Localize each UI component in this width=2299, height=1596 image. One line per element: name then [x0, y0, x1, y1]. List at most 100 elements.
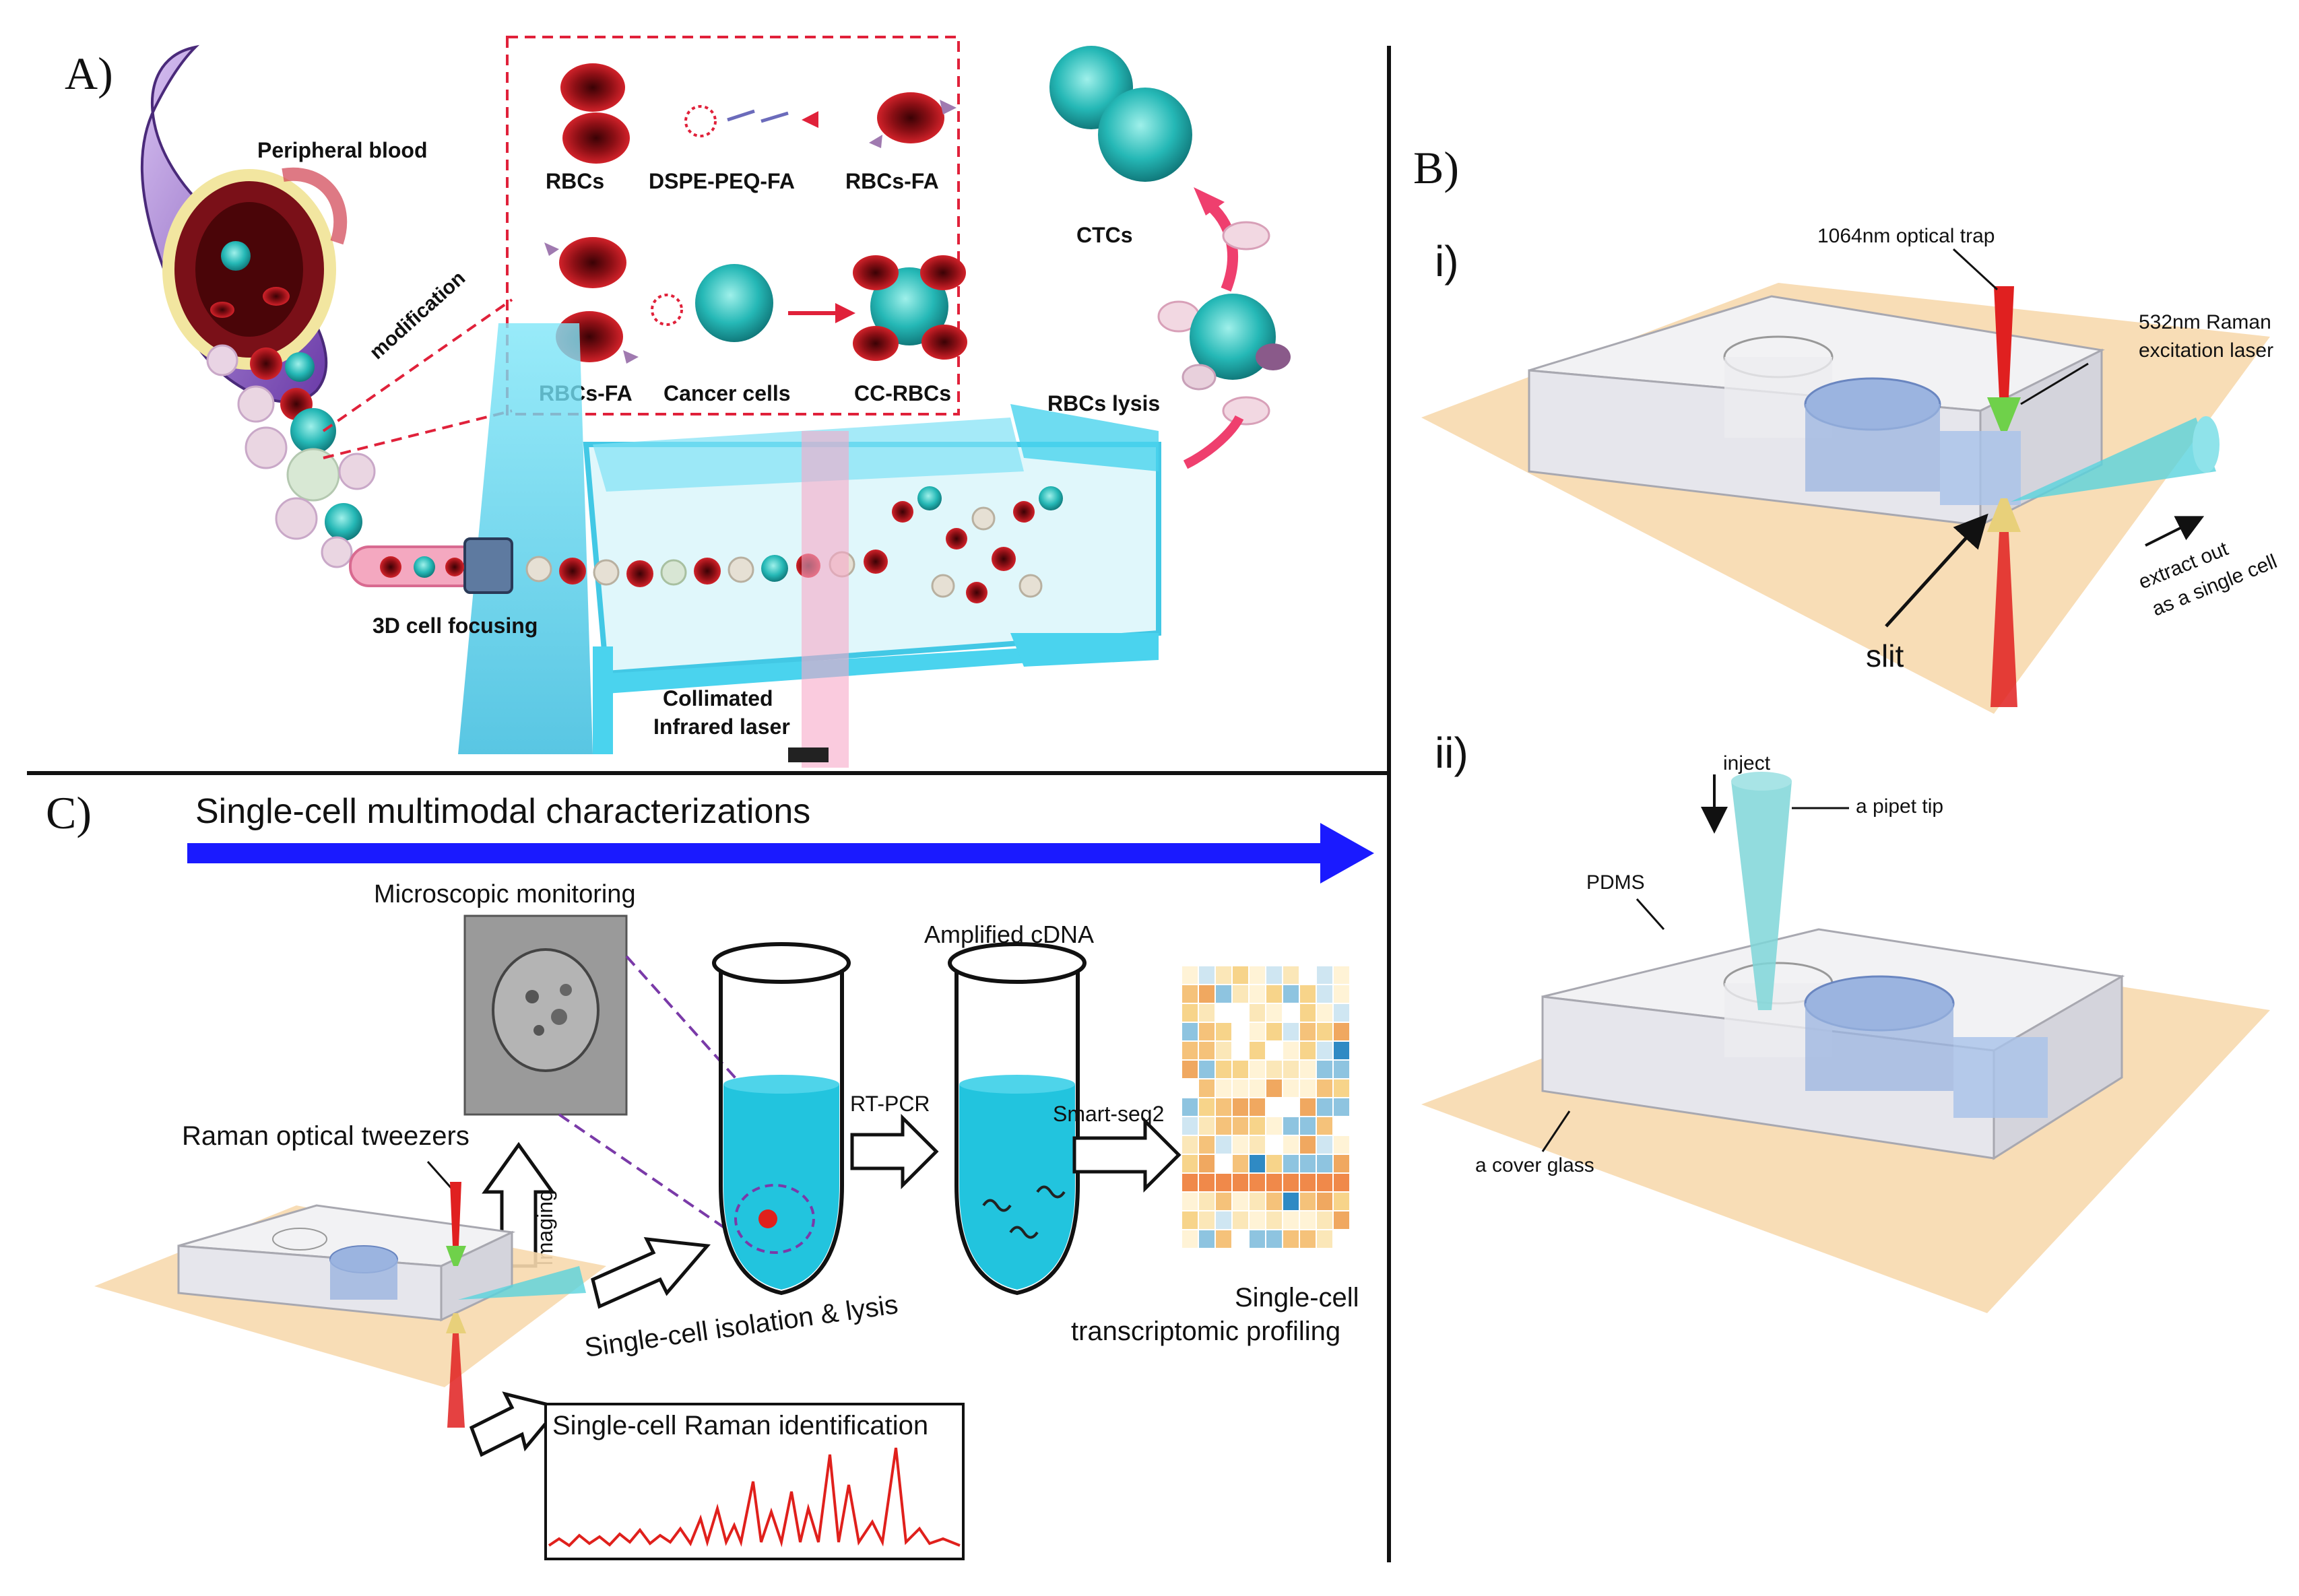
ctcs-label: CTCs: [1076, 223, 1133, 247]
optical-trap-label: 1064nm optical trap: [1817, 225, 1995, 247]
heatmap-cell: [1216, 966, 1231, 984]
heatmap-cell: [1317, 1079, 1332, 1097]
panel-b: B) i) 1064nm optical trap 532nm Raman ex…: [1413, 142, 2280, 1313]
heatmap-cell: [1233, 1042, 1248, 1059]
heatmap-cell: [1266, 1004, 1282, 1022]
banner-arrow-body: [187, 843, 1326, 863]
raman-label-line2: excitation laser: [2139, 339, 2273, 362]
heatmap-cell: [1199, 1042, 1215, 1059]
heatmap-cell: [1216, 1136, 1231, 1154]
heatmap-cell: [1182, 1023, 1198, 1040]
heatmap-cell: [1283, 1098, 1299, 1116]
heatmap-cell: [1266, 1230, 1282, 1248]
heatmap-cell: [1300, 1079, 1316, 1097]
heatmap-cell: [1317, 1230, 1332, 1248]
heatmap-cell: [1250, 1193, 1265, 1210]
heatmap-cell: [1317, 1117, 1332, 1135]
panel-b-i-label: i): [1435, 237, 1459, 286]
heatmap-cell: [1233, 1098, 1248, 1116]
heatmap-cell: [1182, 1230, 1198, 1248]
heatmap-cell: [1266, 1117, 1282, 1135]
raman-laser-pointer: [2020, 362, 2089, 405]
heatmap-cell: [1233, 1174, 1248, 1191]
heatmap-cell: [1266, 966, 1282, 984]
heatmap-cell: [1334, 1136, 1349, 1154]
heatmap-cell: [1216, 1098, 1231, 1116]
heatmap-cell: [1283, 1193, 1299, 1210]
heatmap-cell: [1266, 985, 1282, 1003]
heatmap-cell: [1334, 1211, 1349, 1229]
device-i: [1421, 283, 2270, 714]
ctc-cell-2: [1098, 88, 1192, 182]
cover-glass-label: a cover glass: [1475, 1154, 1594, 1176]
heatmap-cell: [1334, 1061, 1349, 1078]
cover-glass-pointer: [1541, 1110, 1571, 1152]
slit-label: slit: [1866, 638, 1904, 673]
heatmap-cell: [1233, 985, 1248, 1003]
heatmap-cell: [1266, 1042, 1282, 1059]
heatmap-cell: [1182, 1155, 1198, 1172]
heatmap-cell: [1334, 1079, 1349, 1097]
heatmap-cell: [1334, 1042, 1349, 1059]
heatmap-cell: [1317, 1211, 1332, 1229]
heatmap-cell: [1250, 1117, 1265, 1135]
heatmap-cell: [1283, 1230, 1299, 1248]
profiling-label-line1: Single-cell: [1235, 1283, 1359, 1312]
heatmap-cell: [1334, 1155, 1349, 1172]
heatmap-cell: [1216, 1117, 1231, 1135]
microscopy-image: [463, 915, 628, 1116]
heatmap-cell: [1283, 1004, 1299, 1022]
heatmap-cell: [1250, 1004, 1265, 1022]
optical-trap-pointer: [1952, 248, 1999, 291]
panel-b-ii-label: ii): [1435, 729, 1468, 777]
heatmap-cell: [1266, 1155, 1282, 1172]
cancer-cells-label: Cancer cells: [663, 381, 791, 405]
panel-c: C) Single-cell multimodal characterizati…: [46, 787, 1374, 1560]
heatmap-cell: [1266, 1136, 1282, 1154]
heatmap-cell: [1300, 1061, 1316, 1078]
heatmap-cell: [1334, 1230, 1349, 1248]
heatmap-cell: [1233, 1004, 1248, 1022]
heatmap-cell: [1216, 1042, 1231, 1059]
heatmap-cell: [1199, 1004, 1215, 1022]
heatmap-cell: [1266, 1193, 1282, 1210]
cell-focusing-label: 3D cell focusing: [373, 613, 538, 638]
heatmap-cell: [1250, 1042, 1265, 1059]
heatmap-cell: [1216, 1230, 1231, 1248]
tweezers-label: Raman optical tweezers: [182, 1121, 469, 1151]
heatmap-cell: [1300, 1174, 1316, 1191]
raman-spectrum-line: [548, 1447, 961, 1548]
tube-isolation: [712, 942, 851, 1296]
heatmap-cell: [1283, 1061, 1299, 1078]
heatmap-cell: [1317, 1174, 1332, 1191]
heatmap-cell: [1233, 1079, 1248, 1097]
heatmap-cell: [1283, 1079, 1299, 1097]
heatmap-cell: [1199, 1136, 1215, 1154]
expression-heatmap: [1182, 966, 1349, 1248]
profiling-label-line2: transcriptomic profiling: [1071, 1317, 1340, 1346]
heatmap-cell: [1317, 985, 1332, 1003]
zoom-line-top: [322, 298, 513, 432]
isolated-cell-dot: [758, 1209, 777, 1228]
heatmap-cell: [1182, 1079, 1198, 1097]
banner-arrow-head: [1320, 823, 1374, 884]
heatmap-cell: [1317, 1061, 1332, 1078]
trap-laser-top: [1994, 286, 2014, 397]
heatmap-cell: [1266, 1174, 1282, 1191]
heatmap-cell: [1182, 1061, 1198, 1078]
heatmap-cell: [1250, 1230, 1265, 1248]
panel-a: A) Peripheral blood: [65, 36, 1291, 768]
heatmap-cell: [1283, 966, 1299, 984]
heatmap-cell: [1300, 1098, 1316, 1116]
heatmap-cell: [1250, 1098, 1265, 1116]
zoom-line-bottom: [323, 409, 513, 459]
heatmap-cell: [1199, 1193, 1215, 1210]
heatmap-cell: [1283, 985, 1299, 1003]
heatmap-cell: [1199, 1230, 1215, 1248]
heatmap-cell: [1300, 1211, 1316, 1229]
heatmap-cell: [1266, 1079, 1282, 1097]
heatmap-cell: [1216, 1061, 1231, 1078]
heatmap-cell: [1317, 1042, 1332, 1059]
heatmap-cell: [1216, 1174, 1231, 1191]
blood-vessel-illustration: Peripheral blood: [140, 44, 427, 403]
